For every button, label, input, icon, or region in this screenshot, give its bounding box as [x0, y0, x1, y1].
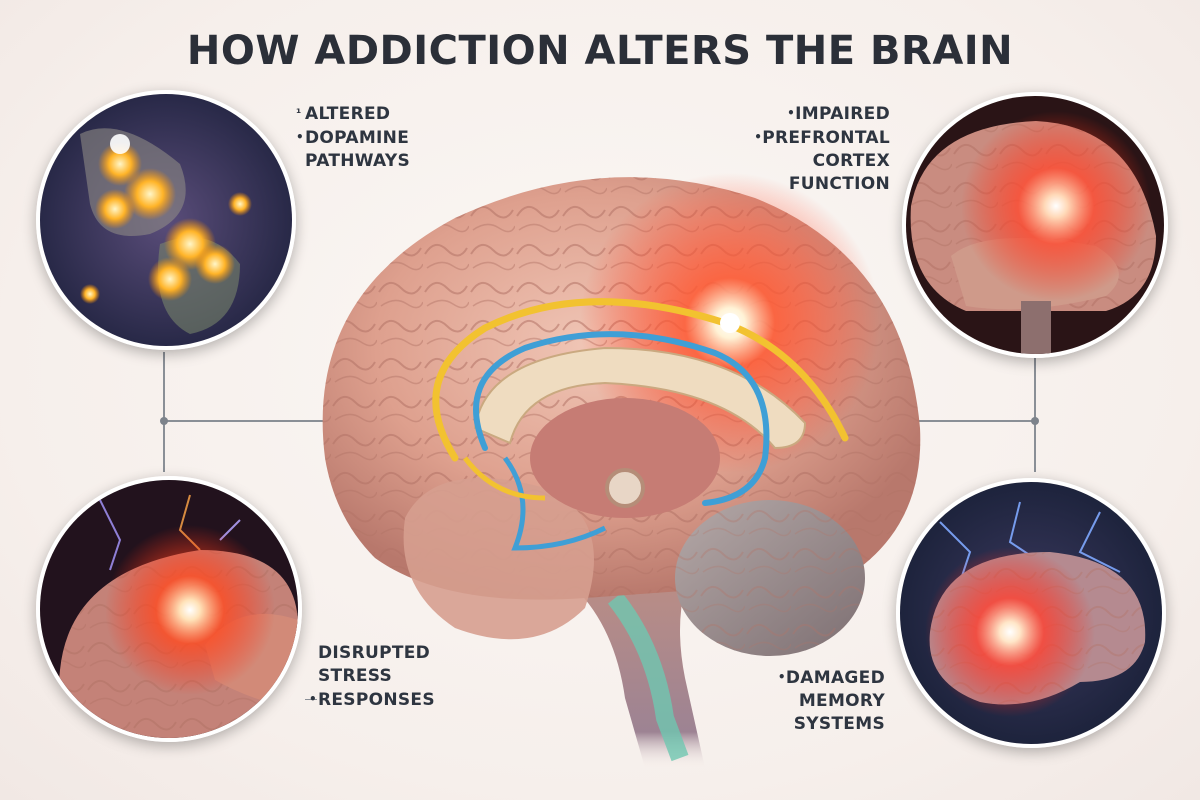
bullet-icon: • — [296, 130, 304, 144]
bullet-icon: • — [754, 130, 763, 144]
bullet-icon: • — [787, 106, 796, 120]
callout-memory-label: •DAMAGED MEMORY SYSTEMS — [777, 668, 885, 734]
central-brain-illustration — [285, 158, 925, 768]
prefrontal-cortex-image — [902, 92, 1168, 358]
memory-systems-image — [896, 478, 1166, 748]
page-title: HOW ADDICTION ALTERS THE BRAIN — [186, 28, 1014, 74]
connector-left-vertical — [163, 352, 165, 472]
callout-stress-label: DISRUPTED STRESS •RESPONSES — [309, 643, 435, 710]
connector-stress-tick — [305, 699, 317, 700]
connector-left-horizontal — [164, 420, 464, 422]
connector-right-node — [1031, 417, 1039, 425]
bullet-icon: • — [777, 670, 786, 684]
callout-prefrontal-label: •IMPAIRED •PREFRONTAL CORTEX FUNCTION — [754, 104, 890, 194]
connector-right-vertical — [1034, 352, 1036, 472]
bullet-icon: • — [309, 692, 317, 706]
stress-responses-image — [36, 476, 302, 742]
connector-left-node — [160, 417, 168, 425]
footnote-marker: ¹ — [296, 106, 302, 120]
dopamine-pathways-image — [36, 90, 296, 350]
